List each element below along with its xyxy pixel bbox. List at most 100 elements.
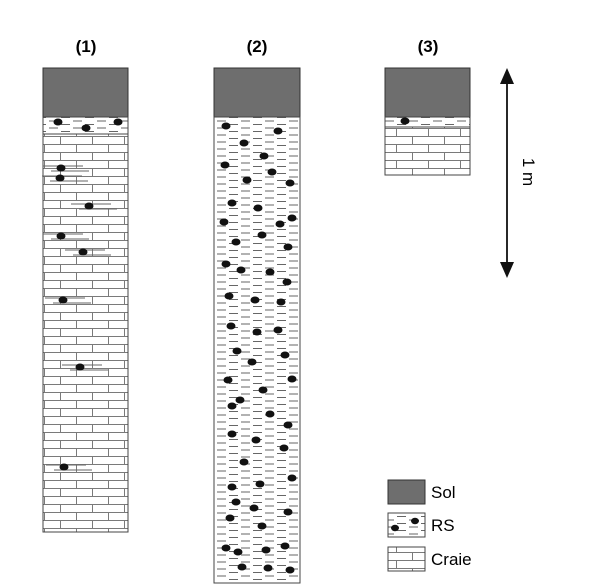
nodule xyxy=(276,298,286,306)
nodule xyxy=(242,176,252,184)
profile-column-2 xyxy=(213,67,301,584)
nodule xyxy=(265,410,275,418)
nodule xyxy=(56,164,66,172)
nodule xyxy=(219,218,229,226)
scale-bar-arrow-bottom xyxy=(500,262,514,278)
nodule xyxy=(249,504,259,512)
nodule xyxy=(287,474,297,482)
nodule xyxy=(252,328,262,336)
nodule xyxy=(247,358,257,366)
nodule xyxy=(113,118,123,126)
nodule xyxy=(55,174,65,182)
chalk-layer xyxy=(384,126,471,176)
legend-label-craie: Craie xyxy=(431,550,472,569)
nodule xyxy=(81,124,91,132)
nodule xyxy=(75,363,85,371)
nodule xyxy=(223,376,233,384)
nodule xyxy=(227,430,237,438)
nodule xyxy=(231,238,241,246)
nodule xyxy=(253,204,263,212)
sol-layer xyxy=(213,67,301,118)
nodule xyxy=(258,386,268,394)
nodule xyxy=(251,436,261,444)
profile-column-1 xyxy=(42,67,129,533)
rs-nodules xyxy=(42,118,123,471)
nodule xyxy=(287,375,297,383)
legend-item-craie: Craie xyxy=(387,546,472,572)
column-2-label: (2) xyxy=(247,37,268,56)
legend-label-rs: RS xyxy=(431,516,455,535)
legend-swatch-craie xyxy=(387,546,426,572)
nodule xyxy=(257,522,267,530)
nodule xyxy=(78,248,88,256)
scale-bar-label: 1 m xyxy=(519,158,538,186)
nodule xyxy=(280,351,290,359)
nodule xyxy=(285,566,295,574)
nodule xyxy=(280,542,290,550)
nodule xyxy=(236,266,246,274)
nodule xyxy=(221,544,231,552)
nodule xyxy=(250,296,260,304)
nodule xyxy=(279,444,289,452)
nodule xyxy=(227,483,237,491)
rs-layer xyxy=(213,116,301,584)
nodule xyxy=(227,402,237,410)
sol-layer xyxy=(384,67,471,118)
nodule xyxy=(53,118,63,126)
nodule xyxy=(59,463,69,471)
nodule xyxy=(237,563,247,571)
column-1-label: (1) xyxy=(76,37,97,56)
nodule xyxy=(287,214,297,222)
nodule xyxy=(267,168,277,176)
nodule xyxy=(257,231,267,239)
nodule xyxy=(221,122,231,130)
nodule xyxy=(283,421,293,429)
nodule xyxy=(56,232,66,240)
nodule xyxy=(275,220,285,228)
nodule xyxy=(239,139,249,147)
legend: Sol RS Craie xyxy=(387,479,472,572)
nodule xyxy=(283,508,293,516)
legend-nodule xyxy=(411,517,419,525)
nodule xyxy=(273,127,283,135)
nodule xyxy=(226,322,236,330)
profile-column-3 xyxy=(384,67,471,176)
nodule xyxy=(58,296,68,304)
nodule xyxy=(84,202,94,210)
scale-bar: 1 m xyxy=(500,68,538,278)
nodule xyxy=(283,243,293,251)
nodule xyxy=(232,347,242,355)
chalk-layer xyxy=(42,133,129,533)
nodule xyxy=(239,458,249,466)
nodule xyxy=(261,546,271,554)
nodule xyxy=(227,199,237,207)
nodule xyxy=(231,498,241,506)
nodule xyxy=(221,260,231,268)
nodule xyxy=(220,161,230,169)
legend-label-sol: Sol xyxy=(431,483,456,502)
nodule xyxy=(225,514,235,522)
nodule xyxy=(285,179,295,187)
nodule xyxy=(259,152,269,160)
nodule xyxy=(265,268,275,276)
legend-item-sol: Sol xyxy=(387,479,456,505)
nodule xyxy=(255,480,265,488)
legend-swatch-sol xyxy=(387,479,426,505)
rs-layer xyxy=(384,116,471,128)
nodule xyxy=(235,396,245,404)
rs-nodules xyxy=(219,122,297,574)
legend-nodule xyxy=(391,524,399,532)
legend-swatch-rs xyxy=(387,512,426,538)
nodule xyxy=(224,292,234,300)
legend-item-rs: RS xyxy=(387,512,455,538)
scale-bar-arrow-top xyxy=(500,68,514,84)
sol-layer xyxy=(42,67,129,118)
nodule xyxy=(282,278,292,286)
nodule xyxy=(273,326,283,334)
nodule xyxy=(233,548,243,556)
nodule xyxy=(263,564,273,572)
column-3-label: (3) xyxy=(418,37,439,56)
nodule xyxy=(400,117,410,125)
rs-nodules xyxy=(400,117,410,125)
